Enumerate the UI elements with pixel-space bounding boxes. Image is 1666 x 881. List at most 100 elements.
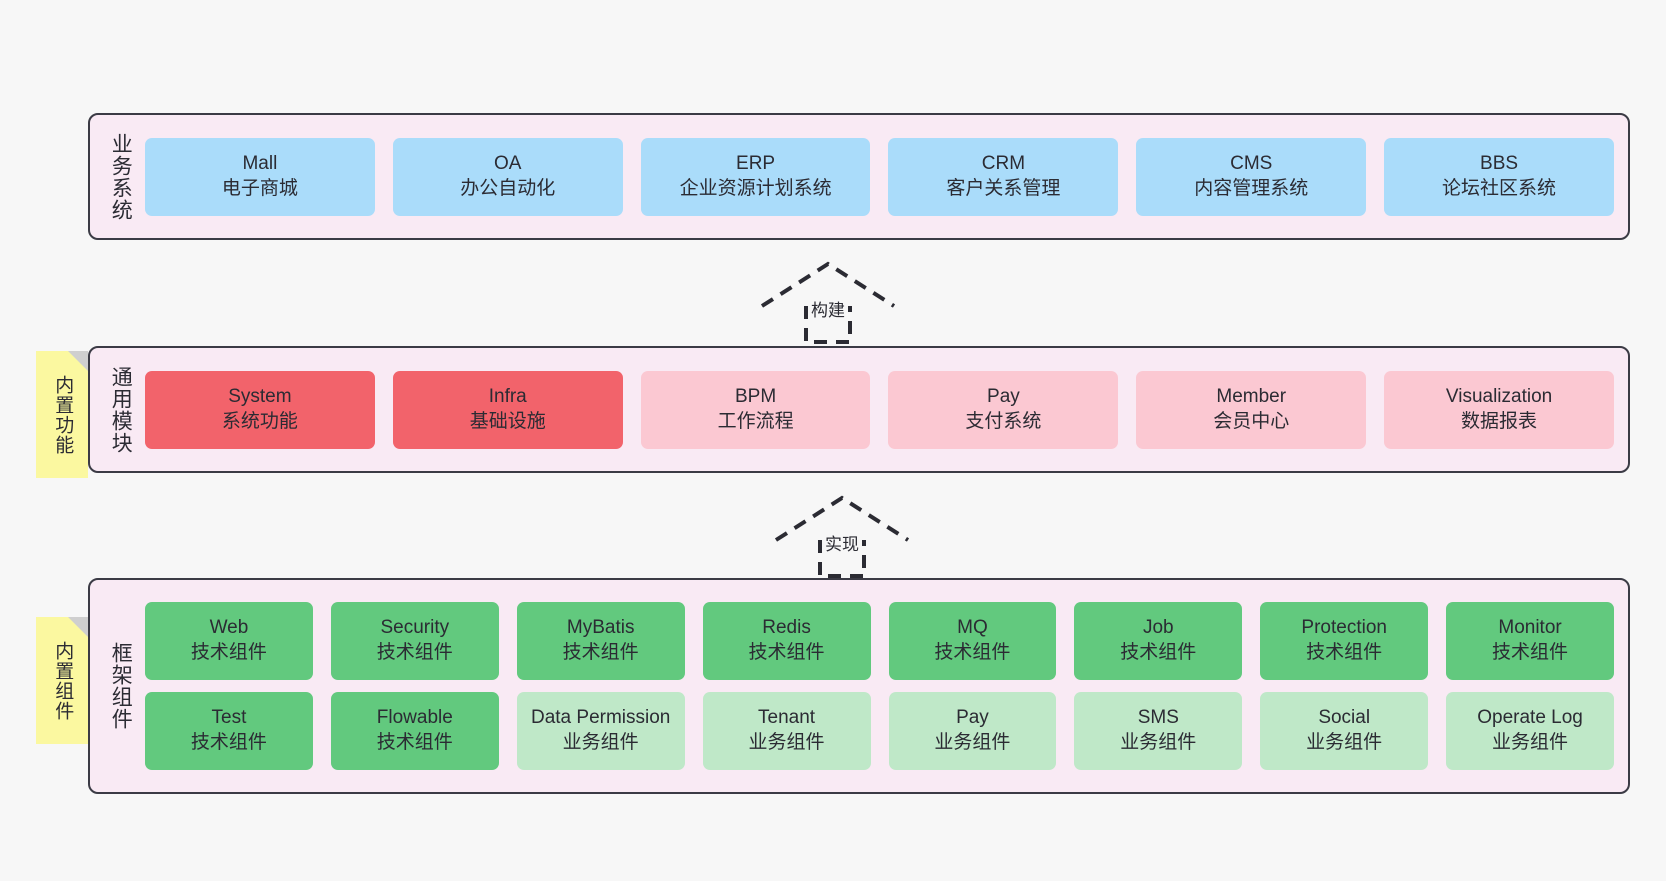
item-name-en: Protection (1301, 617, 1387, 639)
item-name-cn: 业务组件 (562, 732, 639, 753)
framework-item-flowable[interactable]: Flowable 技术组件 (330, 692, 499, 770)
item-name-cn: 技术组件 (376, 732, 453, 753)
item-name-cn: 业务组件 (1120, 732, 1197, 753)
framework-item-security[interactable]: Security 技术组件 (330, 602, 499, 680)
business-item-crm[interactable]: CRM 客户关系管理 (888, 137, 1119, 216)
business-item-oa[interactable]: OA 办公自动化 (392, 137, 623, 216)
framework-item-mybatis[interactable]: MyBatis 技术组件 (516, 602, 685, 680)
item-name-en: Pay (956, 707, 989, 729)
modules-item-system[interactable]: System 系统功能 (145, 370, 375, 449)
item-name-cn: 技术组件 (748, 642, 825, 663)
item-name-en: Redis (762, 617, 811, 639)
framework-item-redis[interactable]: Redis 技术组件 (702, 602, 871, 680)
sticky-note-builtin-components-label: 内置组件 (52, 640, 74, 721)
business-item-cms[interactable]: CMS 内容管理系统 (1136, 137, 1367, 216)
modules-item-member[interactable]: Member 会员中心 (1136, 370, 1367, 449)
item-name-cn: 会员中心 (1213, 410, 1290, 432)
connector-build-label: 构建 (809, 296, 847, 321)
item-name-en: ERP (736, 152, 776, 174)
item-name-cn: 工作流程 (717, 410, 794, 432)
item-name-en: Web (209, 617, 249, 639)
framework-layer-title: 框架组件 (109, 642, 133, 730)
arrowhead-build-icon (760, 261, 896, 308)
modules-item-visualization[interactable]: Visualization 数据报表 (1384, 370, 1614, 449)
sticky-note-builtin-features-label: 内置功能 (52, 374, 74, 455)
item-name-en: SMS (1137, 707, 1179, 729)
item-name-cn: 技术组件 (376, 642, 453, 663)
item-name-en: Visualization (1445, 385, 1553, 407)
framework-item-protection[interactable]: Protection 技术组件 (1260, 602, 1429, 680)
item-name-cn: 系统功能 (221, 410, 298, 432)
item-name-cn: 支付系统 (965, 410, 1042, 432)
item-name-cn: 办公自动化 (460, 177, 556, 199)
item-name-cn: 客户关系管理 (946, 177, 1061, 199)
item-name-en: Tenant (758, 707, 816, 729)
item-name-en: MQ (957, 617, 988, 639)
arrowshaft-implement-icon (818, 540, 866, 578)
framework-item-job[interactable]: Job 技术组件 (1074, 602, 1243, 680)
connector-implement-label: 实现 (823, 530, 861, 555)
item-name-en: Job (1142, 617, 1174, 639)
item-name-cn: 内容管理系统 (1194, 177, 1309, 199)
item-name-en: Member (1216, 385, 1287, 407)
item-name-en: Security (380, 617, 450, 639)
sticky-note-builtin-features: 内置功能 (36, 351, 88, 478)
item-name-cn: 企业资源计划系统 (679, 177, 832, 199)
item-name-en: CMS (1230, 152, 1273, 174)
sticky-note-builtin-components: 内置组件 (36, 617, 88, 744)
connector-build: 构建 (758, 258, 898, 344)
item-name-en: Infra (488, 385, 527, 407)
item-name-en: BBS (1480, 152, 1519, 174)
item-name-en: System (228, 385, 292, 407)
item-name-cn: 技术组件 (1120, 642, 1197, 663)
arrowshaft-build-icon (804, 306, 852, 344)
modules-layer-title: 通用模块 (109, 365, 133, 454)
framework-item-tenant[interactable]: Tenant 业务组件 (702, 692, 871, 770)
item-name-en: Operate Log (1477, 707, 1583, 729)
item-name-en: Flowable (376, 707, 453, 729)
modules-item-bpm[interactable]: BPM 工作流程 (640, 370, 871, 449)
item-name-cn: 数据报表 (1461, 410, 1538, 432)
framework-item-mq[interactable]: MQ 技术组件 (888, 602, 1057, 680)
item-name-cn: 技术组件 (562, 642, 639, 663)
framework-item-sms[interactable]: SMS 业务组件 (1074, 692, 1243, 770)
item-name-cn: 业务组件 (1492, 732, 1569, 753)
item-name-cn: 技术组件 (1306, 642, 1383, 663)
item-name-en: OA (494, 152, 522, 174)
item-name-en: Social (1318, 707, 1371, 729)
item-name-cn: 业务组件 (748, 732, 825, 753)
note-fold-corner-icon (68, 617, 88, 637)
item-name-en: CRM (981, 152, 1026, 174)
item-name-en: Data Permission (530, 707, 671, 729)
item-name-cn: 技术组件 (190, 732, 267, 753)
business-item-erp[interactable]: ERP 企业资源计划系统 (640, 137, 871, 216)
item-name-en: MyBatis (566, 617, 635, 639)
item-name-cn: 技术组件 (190, 642, 267, 663)
item-name-cn: 论坛社区系统 (1442, 177, 1557, 199)
item-name-cn: 技术组件 (934, 642, 1011, 663)
framework-item-web[interactable]: Web 技术组件 (145, 602, 313, 680)
framework-item-operate-log[interactable]: Operate Log 业务组件 (1446, 692, 1614, 770)
framework-item-data-permission[interactable]: Data Permission 业务组件 (516, 692, 685, 770)
business-item-bbs[interactable]: BBS 论坛社区系统 (1384, 137, 1614, 216)
item-name-cn: 电子商城 (221, 177, 298, 199)
connector-implement: 实现 (772, 492, 912, 578)
item-name-en: BPM (734, 385, 777, 407)
arrowhead-implement-icon (774, 495, 910, 542)
